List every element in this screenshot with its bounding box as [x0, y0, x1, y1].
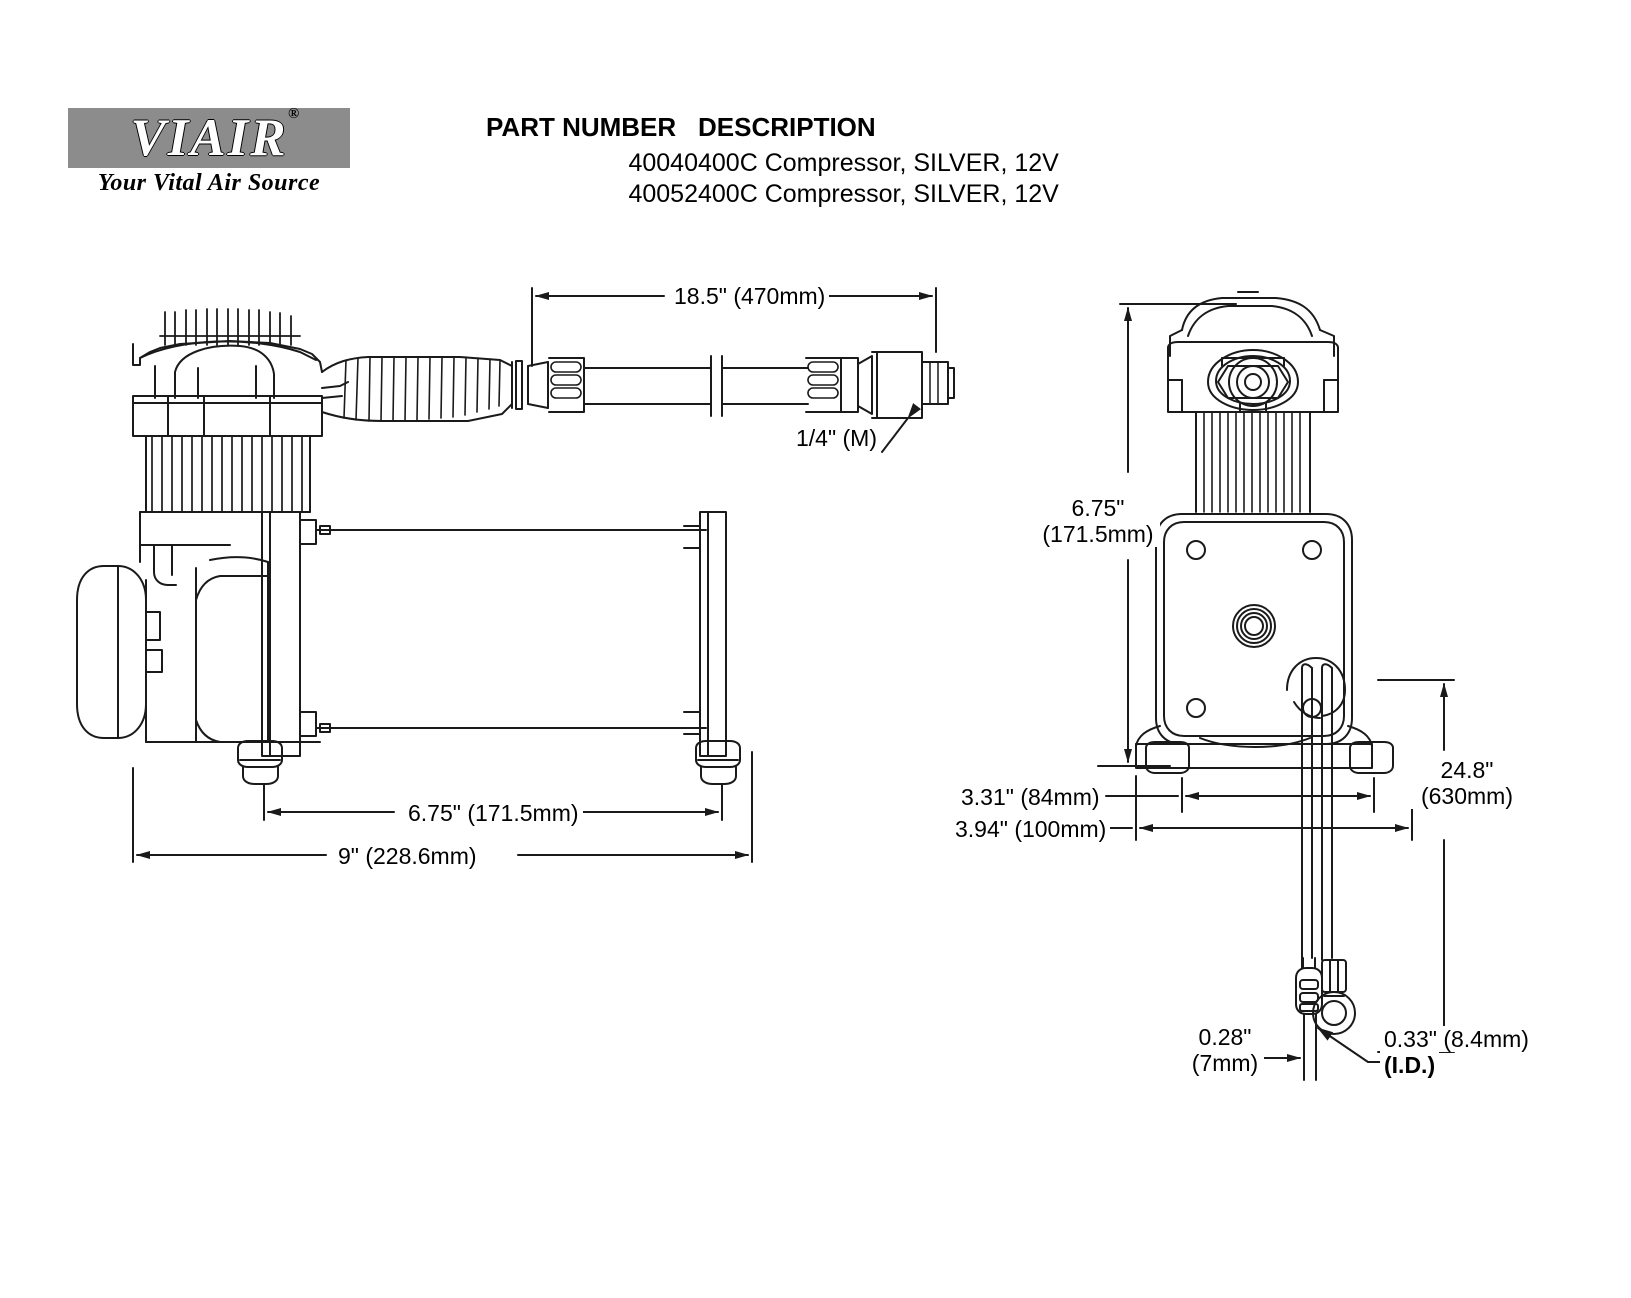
overall-height-line-2: (171.5mm) — [1042, 521, 1154, 547]
cell-description: 400C Compressor, SILVER, 12V — [698, 149, 1059, 177]
dimension-label-overall-length: 9" (228.6mm) — [334, 843, 481, 869]
dimension-bracket-outer-width — [1059, 775, 1413, 841]
dimension-lead-length — [1377, 679, 1455, 1053]
air-hose-assembly — [527, 351, 955, 453]
header-part-number: PART NUMBER — [486, 112, 677, 142]
dimension-label-fitting-thread: 1/4" (M) — [792, 425, 882, 451]
logo-background-box: VIAIR — [68, 108, 350, 168]
lead-length-line-1: 24.8" — [1440, 757, 1494, 783]
cell-part-number: 40040 — [628, 149, 698, 177]
dimension-label-hose-length: 18.5" (470mm) — [670, 283, 830, 309]
table-row: 40052 400C Compressor, SILVER, 12V — [486, 179, 1059, 210]
dimension-label-terminal-width: 0.28" (7mm) — [1186, 1024, 1264, 1076]
power-lead-wire — [1295, 663, 1393, 1081]
logo-wordmark: VIAIR — [130, 108, 288, 167]
overall-height-line-1: 6.75" — [1071, 495, 1125, 521]
compressor-front-view — [1135, 291, 1394, 774]
dimension-label-lead-length: 24.8" (630mm) — [1410, 757, 1524, 809]
dimension-label-bracket-outer-width: 3.94" (100mm) — [951, 816, 1111, 842]
lead-length-line-2: (630mm) — [1420, 783, 1513, 809]
parts-table: PART NUMBER DESCRIPTION 40040 400C Compr… — [486, 112, 1059, 210]
table-header-row: PART NUMBER DESCRIPTION — [486, 112, 1059, 148]
cell-description: 400C Compressor, SILVER, 12V — [698, 180, 1059, 208]
compressor-side-view — [76, 308, 741, 785]
dimension-terminal-width — [1261, 1029, 1317, 1079]
dimension-label-ring-terminal-size: 0.33" (8.4mm) — [1380, 1026, 1533, 1052]
dimension-label-overall-height: 6.75" (171.5mm) — [1036, 495, 1160, 547]
cell-part-number: 40052 — [628, 180, 698, 208]
table-row: 40040 400C Compressor, SILVER, 12V — [486, 148, 1059, 179]
terminal-width-line-1: 0.28" — [1198, 1024, 1252, 1050]
dimension-label-bracket-inner-width: 3.31" (84mm) — [957, 784, 1104, 810]
dimension-label-ring-terminal-note: (I.D.) — [1380, 1052, 1440, 1078]
registered-trademark-icon: ® — [288, 106, 300, 122]
dimension-label-bracket-spacing: 6.75" (171.5mm) — [404, 800, 583, 826]
logo-tagline: Your Vital Air Source — [97, 170, 321, 196]
viair-logo: VIAIR Your Vital Air Source — [68, 108, 368, 197]
header-description: DESCRIPTION — [698, 112, 876, 142]
terminal-width-line-2: (7mm) — [1191, 1050, 1259, 1076]
dimension-bracket-inner-width — [1105, 777, 1375, 813]
